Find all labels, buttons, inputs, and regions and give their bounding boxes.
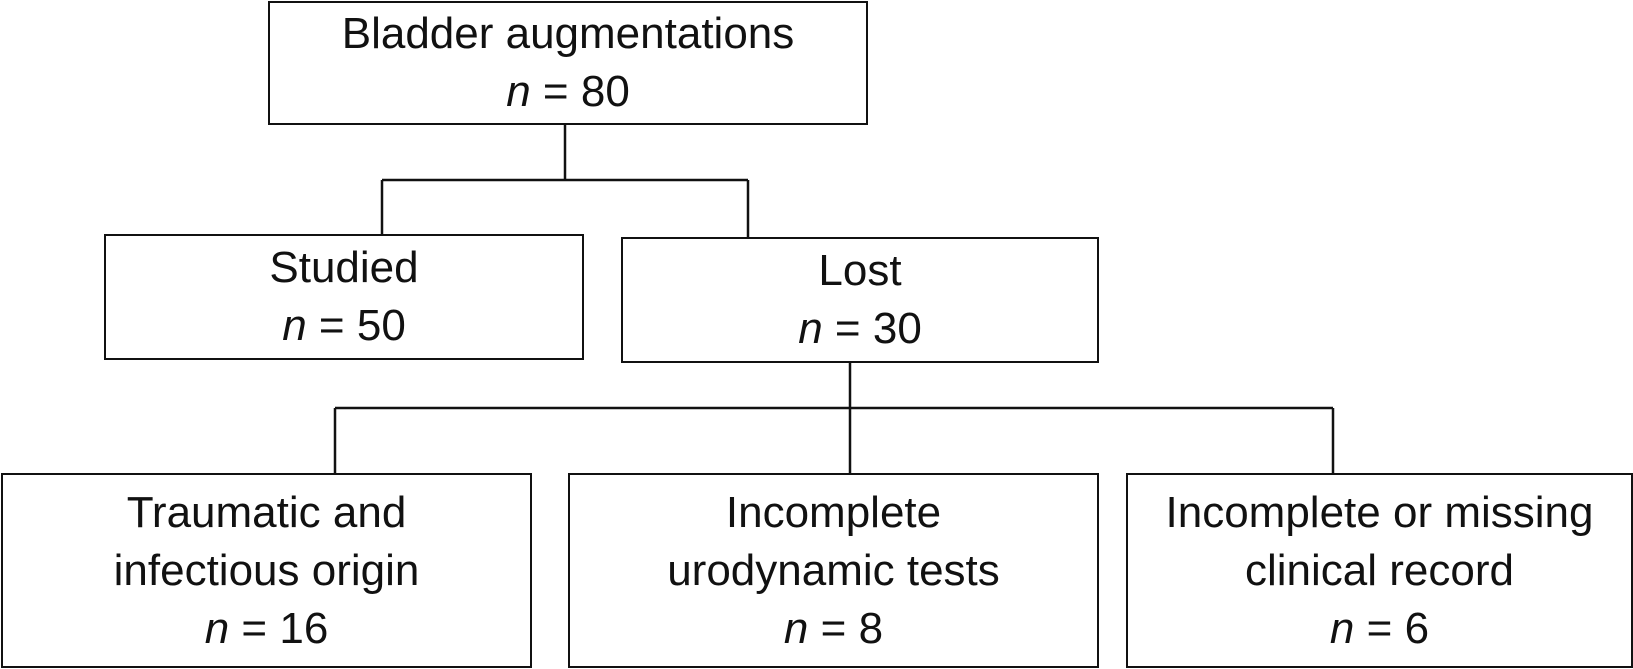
lost-count: n = 30 [798, 304, 922, 353]
root-count: n = 80 [506, 67, 630, 116]
clinical-record-label: Incomplete or missing clinical record [1165, 487, 1594, 595]
clinical-record-count: n = 6 [1329, 603, 1430, 653]
studied-label: Studied [269, 243, 419, 292]
studied-count: n = 50 [282, 301, 406, 350]
lost-label: Lost [818, 246, 902, 295]
studied-box: Studied n = 50 [104, 234, 584, 360]
incomplete-urodynamic-tests-box: Incomplete urodynamic tests n = 8 [568, 473, 1099, 668]
incomplete-urodynamic-label: Incomplete urodynamic tests [667, 487, 1000, 595]
traumatic-infectious-count: n = 16 [204, 603, 329, 653]
traumatic-infectious-label: Traumatic and infectious origin [113, 487, 420, 595]
incomplete-urodynamic-count: n = 8 [783, 603, 884, 653]
incomplete-missing-clinical-record-box: Incomplete or missing clinical record n … [1126, 473, 1633, 668]
lost-box: Lost n = 30 [621, 237, 1099, 363]
traumatic-infectious-origin-box: Traumatic and infectious origin n = 16 [1, 473, 532, 668]
bladder-augmentations-box: Bladder augmentations n = 80 [268, 1, 868, 125]
root-label: Bladder augmentations [341, 9, 795, 58]
